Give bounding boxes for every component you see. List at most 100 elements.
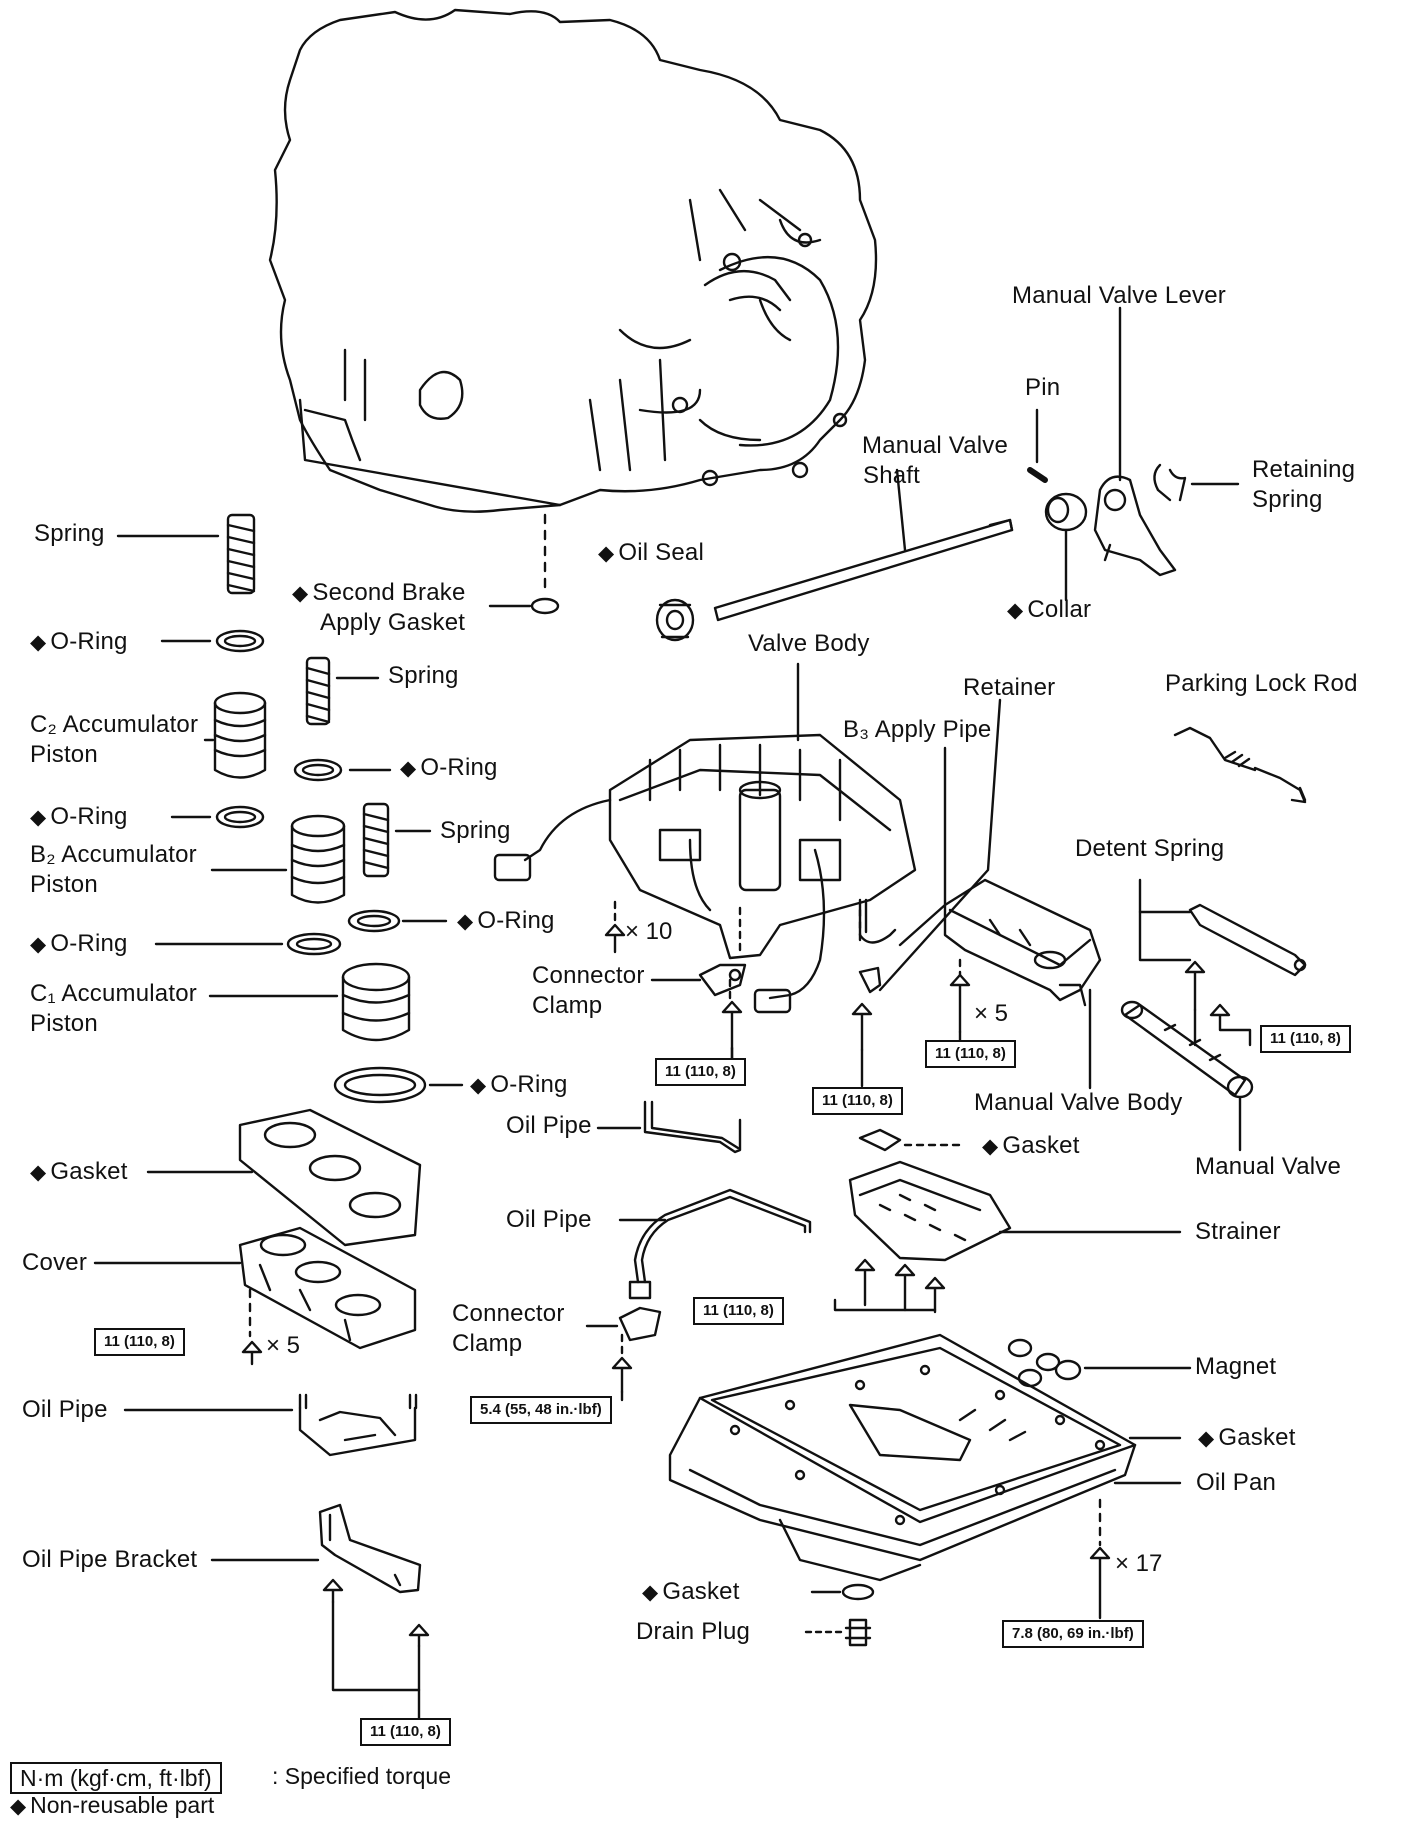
non-reusable-diamond-icon: ◆ xyxy=(10,1795,27,1818)
detent-spring-drawing xyxy=(1188,903,1307,977)
o-ring-4-drawing xyxy=(347,909,401,933)
label-oil-pipe-bracket: Oil Pipe Bracket xyxy=(22,1546,198,1573)
label-o-ring-4: ◆O-Ring xyxy=(457,907,555,934)
bolt-count-x5-cover: × 5 xyxy=(266,1332,301,1359)
o-ring-6-drawing xyxy=(333,1066,427,1104)
oil-pipe-center-drawing xyxy=(643,1100,742,1154)
label-gasket-2: ◆Gasket xyxy=(982,1132,1080,1159)
non-reusable-diamond-icon: ◆ xyxy=(400,757,417,780)
collar-drawing xyxy=(1044,492,1088,532)
label-manual-valve-shaft-line1: Manual Valve xyxy=(862,432,1009,459)
label-c1-accumulator-line1: C₁ Accumulator xyxy=(30,980,197,1007)
label-o-ring-1: ◆O-Ring xyxy=(30,628,128,655)
manual-valve-body-drawing xyxy=(943,878,1102,1007)
torque-spec-manual-valve-body: 11 (110, 8) xyxy=(925,1040,1016,1068)
c2-piston-drawing xyxy=(213,691,267,779)
label-o-ring-3: ◆O-Ring xyxy=(30,803,128,830)
label-gasket-4: ◆Gasket xyxy=(642,1578,740,1605)
retaining-spring-drawing xyxy=(1153,463,1187,502)
legend-torque-unit-box: N·m (kgf·cm, ft·lbf) xyxy=(10,1762,222,1794)
label-manual-valve-shaft-line2: Shaft xyxy=(863,462,921,489)
c1-piston-drawing xyxy=(341,962,411,1042)
bolt-count-x10: × 10 xyxy=(625,918,673,945)
b2-piston-drawing xyxy=(290,814,346,904)
label-strainer: Strainer xyxy=(1195,1218,1281,1245)
manual-valve-drawing xyxy=(1120,1000,1254,1099)
connector-clamp-1-drawing xyxy=(698,963,747,997)
label-parking-lock-rod: Parking Lock Rod xyxy=(1165,670,1358,697)
torque-spec-valve-body: 11 (110, 8) xyxy=(655,1058,746,1086)
label-retainer: Retainer xyxy=(963,674,1056,701)
non-reusable-diamond-icon: ◆ xyxy=(457,910,474,933)
torque-spec-connector-clamp: 5.4 (55, 48 in.·lbf) xyxy=(470,1396,612,1424)
manual-valve-lever-drawing xyxy=(1093,475,1177,577)
strainer-drawing xyxy=(848,1160,1012,1262)
label-spring-3: Spring xyxy=(440,817,511,844)
label-connector-clamp-2-line2: Clamp xyxy=(452,1330,523,1357)
label-detent-spring: Detent Spring xyxy=(1075,835,1225,862)
label-connector-clamp-1-line1: Connector xyxy=(532,962,645,989)
label-oil-pipe-1: Oil Pipe xyxy=(506,1112,592,1139)
label-o-ring-2: ◆O-Ring xyxy=(400,754,498,781)
label-oil-pan: Oil Pan xyxy=(1196,1469,1277,1496)
label-collar: ◆Collar xyxy=(1007,596,1092,623)
pin-drawing xyxy=(1027,467,1048,483)
second-brake-gasket-drawing xyxy=(530,597,560,615)
label-drain-plug: Drain Plug xyxy=(636,1618,751,1645)
non-reusable-diamond-icon: ◆ xyxy=(982,1135,999,1158)
label-c1-accumulator-line2: Piston xyxy=(30,1010,98,1037)
label-valve-body: Valve Body xyxy=(748,630,870,657)
wire-connector-drawing xyxy=(753,988,792,1014)
cover-drawing xyxy=(238,1226,417,1350)
label-oil-pipe-2: Oil Pipe xyxy=(506,1206,592,1233)
legend-nonreusable: ◆Non-reusable part xyxy=(10,1792,215,1818)
label-oil-seal: ◆Oil Seal xyxy=(598,539,704,566)
drain-plug-drawing xyxy=(844,1618,872,1647)
label-c2-accumulator-line2: Piston xyxy=(30,741,98,768)
legend-torque-description: : Specified torque xyxy=(272,1763,452,1789)
label-oil-pipe-3: Oil Pipe xyxy=(22,1396,108,1423)
parking-lock-rod-drawing xyxy=(1173,726,1307,804)
label-gasket-1: ◆Gasket xyxy=(30,1158,128,1185)
label-o-ring-6: ◆O-Ring xyxy=(470,1071,568,1098)
o-ring-5-drawing xyxy=(286,932,342,956)
non-reusable-diamond-icon: ◆ xyxy=(470,1074,487,1097)
label-o-ring-5: ◆O-Ring xyxy=(30,930,128,957)
non-reusable-diamond-icon: ◆ xyxy=(30,933,47,956)
torque-spec-strainer: 11 (110, 8) xyxy=(693,1297,784,1325)
label-gasket-3: ◆Gasket xyxy=(1198,1424,1296,1451)
spring-2-drawing xyxy=(305,656,331,726)
non-reusable-diamond-icon: ◆ xyxy=(30,631,47,654)
label-manual-valve: Manual Valve xyxy=(1195,1153,1342,1180)
label-retaining-spring-line2: Spring xyxy=(1252,486,1323,513)
non-reusable-diamond-icon: ◆ xyxy=(1007,599,1024,622)
label-connector-clamp-2-line1: Connector xyxy=(452,1300,565,1327)
label-b3-apply-pipe: B₃ Apply Pipe xyxy=(843,716,992,743)
bolt-count-x5-manual-valve-body: × 5 xyxy=(974,1000,1009,1027)
oil-pan-drawing xyxy=(668,1333,1137,1582)
valve-body-drawing xyxy=(493,733,917,960)
oil-pipe-long-drawing xyxy=(628,1188,812,1300)
non-reusable-diamond-icon: ◆ xyxy=(292,582,309,605)
torque-spec-detent-spring: 11 (110, 8) xyxy=(1260,1025,1351,1053)
label-second-brake-line2: Apply Gasket xyxy=(320,609,466,636)
label-connector-clamp-1-line2: Clamp xyxy=(532,992,603,1019)
o-ring-3-drawing xyxy=(293,758,343,782)
drain-gasket-drawing xyxy=(841,1583,875,1601)
manual-valve-shaft-drawing xyxy=(713,518,1014,622)
non-reusable-diamond-icon: ◆ xyxy=(642,1581,659,1604)
spring-3-drawing xyxy=(362,802,390,878)
label-retaining-spring-line1: Retaining xyxy=(1252,456,1356,483)
bolt-count-x17: × 17 xyxy=(1115,1550,1163,1577)
label-c2-accumulator-line1: C₂ Accumulator xyxy=(30,711,199,738)
non-reusable-diamond-icon: ◆ xyxy=(598,542,615,565)
oil-pipe-lower-drawing xyxy=(298,1393,418,1457)
b3-apply-pipe-drawing xyxy=(858,898,897,944)
label-b2-accumulator-line1: B₂ Accumulator xyxy=(30,841,197,868)
oil-pipe-bracket-drawing xyxy=(318,1503,422,1594)
accumulator-gasket-drawing xyxy=(238,1108,422,1247)
spring-top-drawing xyxy=(226,513,256,595)
retainer-drawing xyxy=(858,966,882,994)
